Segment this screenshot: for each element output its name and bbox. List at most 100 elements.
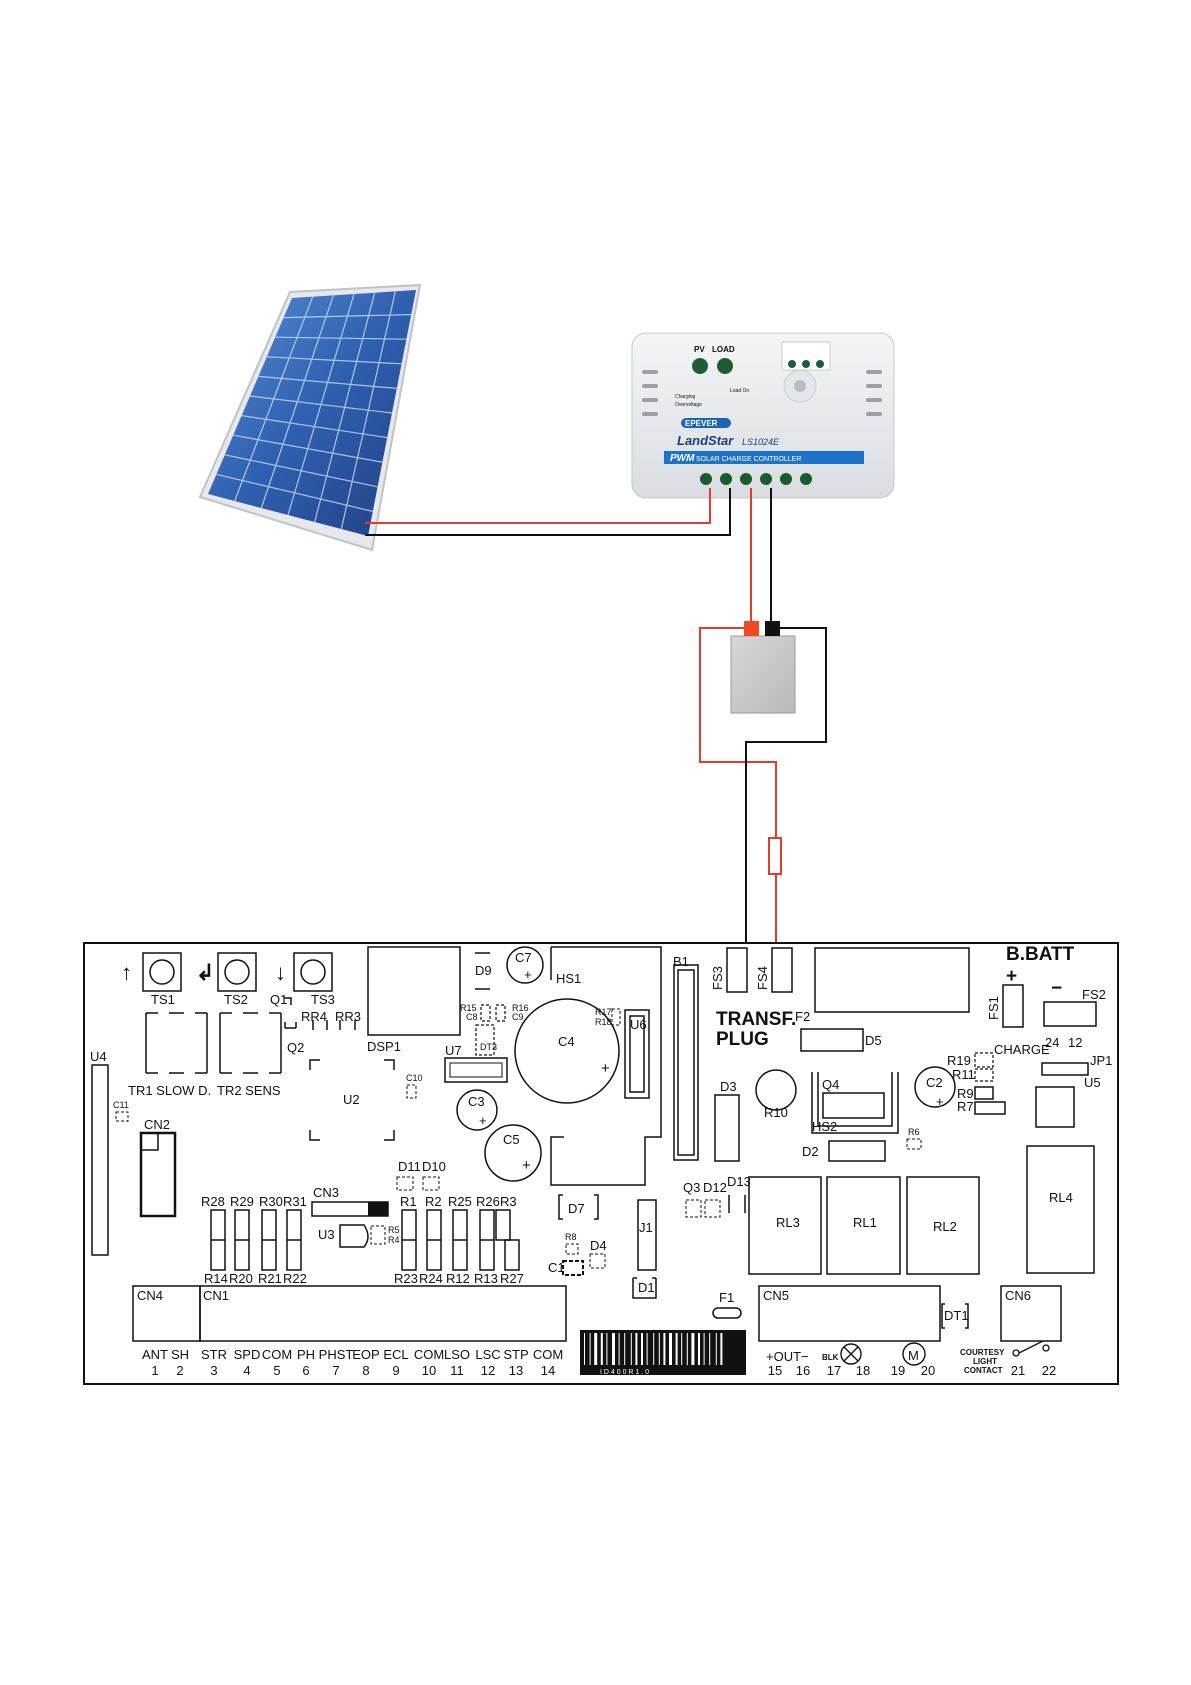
- fs2-block: [1043, 1001, 1097, 1027]
- r12-label: R12: [446, 1271, 470, 1286]
- relay-rl4: [1026, 1145, 1095, 1274]
- r7-block: [974, 1101, 1006, 1115]
- f1-block: [712, 1307, 742, 1319]
- dsp1-label: DSP1: [367, 1039, 401, 1054]
- u3-label: U3: [318, 1227, 335, 1242]
- ts1-label: TS1: [151, 992, 175, 1007]
- terminal-number: 2: [176, 1363, 183, 1378]
- r27-label: R27: [500, 1271, 524, 1286]
- fs3-label: FS3: [710, 966, 725, 990]
- connector-cn6[interactable]: [1000, 1285, 1062, 1342]
- transf-label: TRANSF.: [716, 1009, 796, 1030]
- d12-label: D12: [703, 1180, 727, 1195]
- rl1-label: RL1: [853, 1215, 877, 1230]
- c5-plus: +: [522, 1157, 531, 1174]
- arrow-return-icon: ↲: [196, 960, 214, 985]
- u7-block: [444, 1057, 508, 1083]
- battery: [730, 621, 796, 714]
- panel-negative-wire: [365, 488, 731, 536]
- dt1-block: [941, 1303, 969, 1329]
- r28-label: R28: [201, 1194, 225, 1209]
- d9-label: D9: [475, 963, 492, 978]
- tr2-label: TR2 SENS: [217, 1083, 281, 1098]
- q2-label: Q2: [287, 1040, 304, 1055]
- brand-logo: EPEVER: [685, 419, 718, 428]
- c9-label: C9: [512, 1012, 524, 1022]
- pwm-label: PWM: [670, 453, 695, 464]
- jp1-block[interactable]: [1041, 1062, 1089, 1076]
- terminal-number: 1: [151, 1363, 158, 1378]
- r6-block: [906, 1138, 922, 1150]
- terminal-number: 10: [422, 1363, 436, 1378]
- overvoltage-label: Overvoltage: [675, 402, 702, 408]
- fs4-label: FS4: [755, 966, 770, 990]
- bbatt-label: B.BATT: [1006, 944, 1075, 965]
- dsp1-block: [367, 946, 461, 1036]
- terminal-number: 14: [541, 1363, 555, 1378]
- terminal-number: 15: [768, 1363, 782, 1378]
- trimmer-tr2[interactable]: [219, 1012, 282, 1074]
- connector-cn5[interactable]: [758, 1285, 941, 1342]
- r18-label: R18: [595, 1017, 612, 1027]
- terminal-name: PH: [297, 1347, 315, 1362]
- button-ts2[interactable]: [217, 952, 257, 992]
- r25-label: R25: [448, 1194, 472, 1209]
- barcode: I D 4 0 0 R 1 . 0: [580, 1330, 746, 1376]
- button-ts1[interactable]: [142, 952, 182, 992]
- c2-label: C2: [926, 1075, 943, 1090]
- c1-label: C1: [548, 1260, 565, 1275]
- bbatt-minus: −: [1051, 978, 1062, 999]
- b1-label: B1: [673, 954, 689, 969]
- terminal-number: 5: [273, 1363, 280, 1378]
- c2-capacitor: [914, 1066, 956, 1108]
- d1-label: D1: [638, 1280, 655, 1295]
- u7-label: U7: [445, 1043, 462, 1058]
- r19-label: R19: [947, 1053, 971, 1068]
- r10-block: [755, 1069, 797, 1111]
- c7-plus: +: [524, 967, 532, 982]
- inline-fuse: [768, 837, 782, 875]
- wiring: [365, 488, 827, 943]
- rr3-label: RR3: [335, 1009, 361, 1024]
- terminal-number: 16: [796, 1363, 810, 1378]
- light-label: LIGHT: [973, 1357, 997, 1366]
- r23-label: R23: [394, 1271, 418, 1286]
- terminal-number: 6: [302, 1363, 309, 1378]
- d2-block: [828, 1140, 886, 1162]
- blk-label: BLK: [822, 1353, 839, 1362]
- pv-led: [692, 358, 708, 374]
- output-label: +OUT−: [766, 1349, 809, 1364]
- button-ts3[interactable]: [293, 952, 333, 992]
- controller-terminals: [700, 473, 812, 485]
- board-negative-wire: [745, 627, 827, 943]
- terminal-number: 21: [1011, 1363, 1025, 1378]
- c3-capacitor: [456, 1089, 498, 1131]
- u2-label: U2: [343, 1092, 360, 1107]
- model-name: LandStar: [677, 433, 734, 448]
- terminal-name: ECL: [383, 1347, 408, 1362]
- d2-label: D2: [802, 1144, 819, 1159]
- connector-cn1[interactable]: [199, 1285, 567, 1342]
- r5-block: [370, 1225, 386, 1245]
- load-led: [717, 358, 733, 374]
- c3-plus: +: [479, 1113, 487, 1128]
- control-board: [83, 942, 1119, 1385]
- rl3-label: RL3: [776, 1215, 800, 1230]
- cn4-label: CN4: [137, 1288, 163, 1303]
- terminal-name: SH: [171, 1347, 189, 1362]
- terminal-name: LSO: [444, 1347, 470, 1362]
- trimmer-tr1[interactable]: [145, 1012, 208, 1074]
- terminal-number: 22: [1042, 1363, 1056, 1378]
- f1-label: F1: [719, 1290, 734, 1305]
- terminal-number: 11: [450, 1363, 464, 1378]
- u5-block: [1035, 1086, 1075, 1128]
- u4-block: [91, 1064, 109, 1256]
- f2-block: [800, 1028, 864, 1052]
- resistor-bank-middle: [401, 1209, 520, 1271]
- terminal-name: COM: [533, 1347, 563, 1362]
- bbatt-plus: +: [1006, 966, 1017, 987]
- r14-label: R14: [204, 1271, 228, 1286]
- charge-label: CHARGE: [994, 1042, 1050, 1057]
- terminal-number: 12: [481, 1363, 495, 1378]
- board-positive-wire: [699, 627, 777, 848]
